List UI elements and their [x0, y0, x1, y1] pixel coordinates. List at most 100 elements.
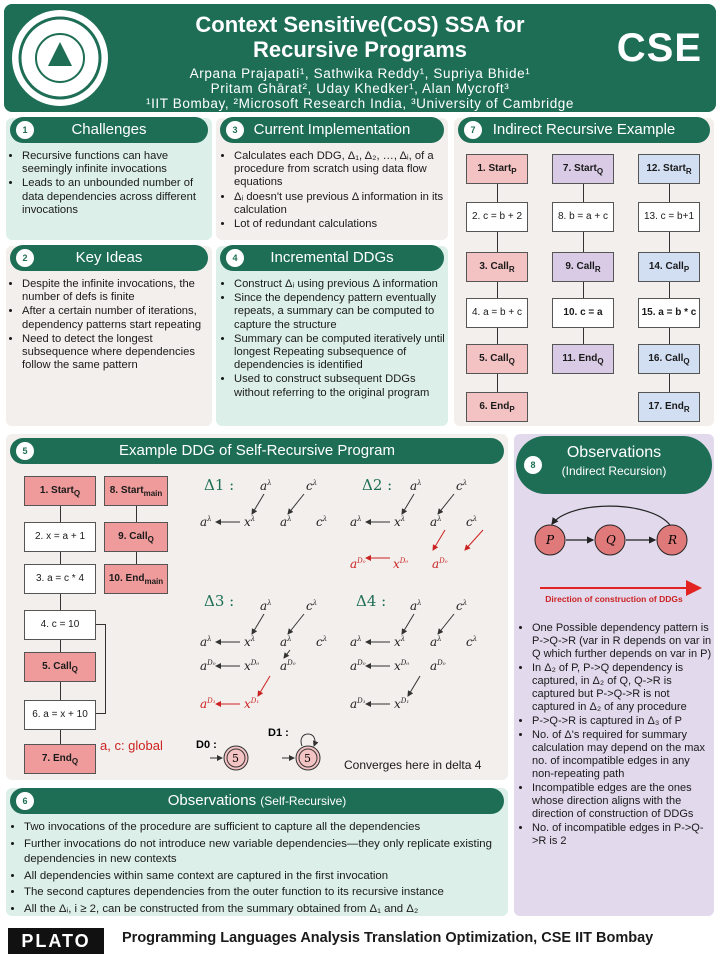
graph-node [594, 524, 626, 556]
cfg-node: 15. a = b * c [638, 298, 700, 328]
cfg-node: 6. a = x + 10 [24, 700, 96, 730]
ddg-edge [407, 675, 421, 697]
cfg-edge [60, 506, 61, 522]
cfg-node: 14. CallP [638, 252, 700, 282]
ddg-node: cλ [466, 515, 477, 529]
ddg-edge [283, 649, 291, 659]
cfg-node: 3. a = c * 4 [24, 564, 96, 594]
global-note: a, c: global [100, 738, 163, 753]
section-number: 4 [226, 249, 244, 267]
poster-title-line2: Recursive Programs [253, 37, 467, 62]
cfg-edge [583, 232, 584, 252]
list-item: After a certain number of iterations, de… [22, 305, 210, 331]
list-item: Further invocations do not introduce new… [24, 837, 506, 868]
cfg-edge [497, 232, 498, 252]
section-title: Observations [566, 444, 662, 461]
cfg-node: 10. c = a [552, 298, 614, 328]
state-circle [295, 745, 321, 771]
cfg-node: 12. StartR [638, 154, 700, 184]
cfg-node: 16. CallQ [638, 344, 700, 374]
poster-title-line1: Context Sensitive(CoS) SSA for [195, 12, 525, 37]
key-ideas-list: Despite the infinite invocations, the nu… [10, 278, 210, 373]
cfg-edge [669, 374, 670, 392]
current-impl-list: Calculates each DDG, Δ₁, Δ₂, …, Δᵢ, of a… [222, 150, 448, 232]
cfg-node: 2. c = b + 2 [466, 202, 528, 232]
construction-direction-label: Direction of construction of DDGs [545, 594, 683, 604]
ddg-node: aD₀ [430, 659, 446, 673]
list-item: P->Q->R is captured in Δ₃ of P [532, 715, 712, 728]
ddg-node: aλ [200, 635, 212, 649]
state-circle [223, 745, 249, 771]
cfg-node: 9. CallR [552, 252, 614, 282]
cfg-edge [136, 552, 137, 564]
ddg-edge [432, 529, 446, 551]
ddg-node: xλ [244, 635, 255, 649]
ddg-edge [251, 493, 265, 515]
indirect-example-header: 7 Indirect Recursive Example [458, 117, 710, 143]
section-title: Incremental DDGs [270, 249, 394, 266]
authors-line2: Pritam Ghārat², Uday Khedker¹, Alan Mycr… [210, 81, 510, 96]
challenges-list: Recursive functions can have seemingly i… [10, 150, 210, 218]
observations-indirect-header: 8 Observations (Indirect Recursion) [516, 436, 712, 494]
ddg-edge [437, 613, 455, 635]
section-title: Indirect Recursive Example [492, 121, 676, 138]
list-item: Construct Δᵢ using previous Δ informatio… [234, 278, 448, 291]
authors-line1: Arpana Prajapati¹, Sathwika Reddy¹, Supr… [189, 66, 531, 81]
cfg-edge [60, 682, 61, 700]
cfg-edge [497, 374, 498, 392]
graph-node-label: P [545, 533, 555, 547]
ddg-node: aD₀ [280, 659, 296, 673]
state-circle [226, 748, 246, 768]
ddg-node: cλ [456, 599, 467, 613]
ddg-node: xD₁ [394, 697, 409, 711]
state-label: 5 [304, 752, 311, 765]
poster-header: Context Sensitive(CoS) SSA for Recursive… [4, 4, 716, 112]
ddg-node: xλ [244, 515, 255, 529]
cfg-node: 4. a = b + c [466, 298, 528, 328]
ddg-node: aλ [430, 515, 442, 529]
ddg-edge [257, 675, 271, 697]
cfg-node: 9. CallQ [104, 522, 168, 552]
cfg-edge [669, 328, 670, 344]
list-item: Lot of redundant calculations [234, 218, 448, 231]
cfg-node: 6. EndP [466, 392, 528, 422]
cfg-edge [497, 184, 498, 202]
list-item: Since the dependency pattern eventually … [234, 292, 448, 332]
list-item: The second captures dependencies from th… [24, 885, 506, 901]
cfg-edge [60, 594, 61, 610]
ddg-node: aλ [410, 599, 422, 613]
section-number: 1 [16, 121, 34, 139]
delta-label: Δ4 : [356, 592, 386, 610]
cfg-node: 1. StartQ [24, 476, 96, 506]
list-item: Leads to an unbounded number of data dep… [22, 177, 210, 217]
state-label: 5 [232, 752, 239, 765]
cfg-edge [669, 184, 670, 202]
section-subtitle: (Self-Recursive) [260, 794, 347, 808]
ddg-node: xλ [394, 635, 405, 649]
graph-node-label: R [667, 533, 677, 547]
cfg-edge [60, 552, 61, 564]
ddg-node: cλ [306, 479, 317, 493]
section-number: 5 [16, 442, 34, 460]
cfg-node: 5. CallQ [24, 652, 96, 682]
list-item: Incompatible edges are the ones whose di… [532, 782, 712, 821]
ddg-edge [287, 613, 305, 635]
ddg-node: aD₀ [200, 659, 216, 673]
self-loop [300, 733, 319, 747]
observations-indirect-list: One Possible dependency pattern is P->Q-… [520, 622, 712, 849]
ddg-edge [464, 529, 484, 551]
section-number: 7 [464, 121, 482, 139]
ddg-edge [401, 613, 415, 635]
section-number: 8 [524, 456, 542, 474]
ddg-node: xD₀ [393, 557, 408, 571]
section-number: 6 [16, 792, 34, 810]
section-number: 2 [16, 249, 34, 267]
cfg-edge [583, 328, 584, 344]
incremental-card [216, 246, 448, 426]
cfg-edge [497, 328, 498, 344]
list-item: In Δ₂ of P, P->Q dependency is captured,… [532, 662, 712, 714]
list-item: Summary can be computed iteratively unti… [234, 333, 448, 373]
ddg-node: aλ [350, 515, 362, 529]
